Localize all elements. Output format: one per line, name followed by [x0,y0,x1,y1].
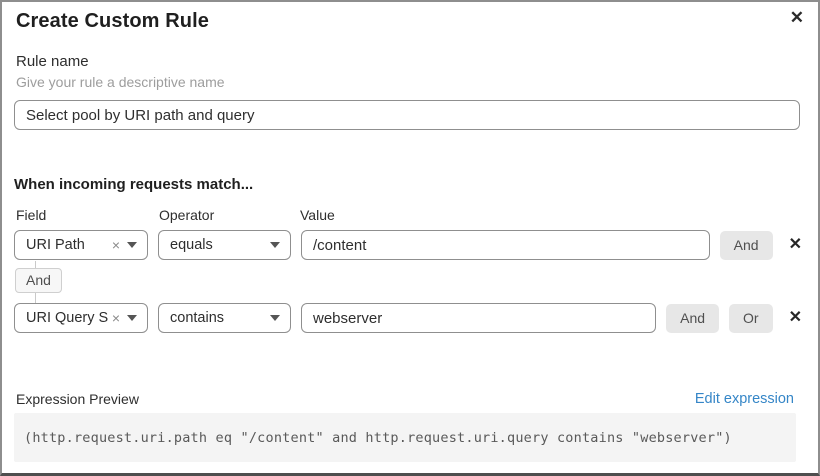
rule-name-input[interactable] [14,100,800,130]
operator-select[interactable]: equals [158,230,291,260]
edit-expression-link[interactable]: Edit expression [694,391,794,407]
operator-select[interactable]: contains [158,303,291,333]
and-button[interactable]: And [719,230,773,260]
column-label-field: Field [16,207,47,223]
field-select[interactable]: URI Query St... × [14,303,148,333]
expression-preview-label: Expression Preview [16,391,139,407]
value-input[interactable] [301,303,657,333]
rule-name-helper: Give your rule a descriptive name [16,74,225,90]
and-connector-badge: And [15,268,62,293]
column-label-value: Value [300,207,335,223]
remove-condition-icon[interactable]: ✕ [788,309,802,326]
column-label-operator: Operator [159,207,215,223]
chevron-down-icon [127,242,137,248]
value-input[interactable] [301,230,710,260]
field-select-value: URI Path [26,237,85,253]
field-select-value: URI Query St... [26,310,108,326]
expression-preview-box: (http.request.uri.path eq "/content" and… [14,413,796,462]
remove-condition-icon[interactable]: ✕ [788,236,802,253]
condition-row: URI Query St... × contains And Or ✕ [14,303,802,333]
match-heading: When incoming requests match... [14,176,254,193]
clear-icon[interactable]: × [111,237,120,253]
chevron-down-icon [270,242,280,248]
operator-select-value: contains [170,310,225,326]
condition-row: URI Path × equals And ✕ [14,230,802,260]
rule-name-label: Rule name [16,53,89,70]
operator-select-value: equals [170,237,213,253]
and-button[interactable]: And [666,303,720,333]
field-select[interactable]: URI Path × [14,230,148,260]
chevron-down-icon [270,315,280,321]
page-title: Create Custom Rule [16,10,209,32]
expression-code: (http.request.uri.path eq "/content" and… [24,429,732,446]
chevron-down-icon [127,315,137,321]
clear-icon[interactable]: × [111,310,120,326]
close-icon[interactable]: ✕ [789,8,804,27]
or-button[interactable]: Or [729,303,773,333]
